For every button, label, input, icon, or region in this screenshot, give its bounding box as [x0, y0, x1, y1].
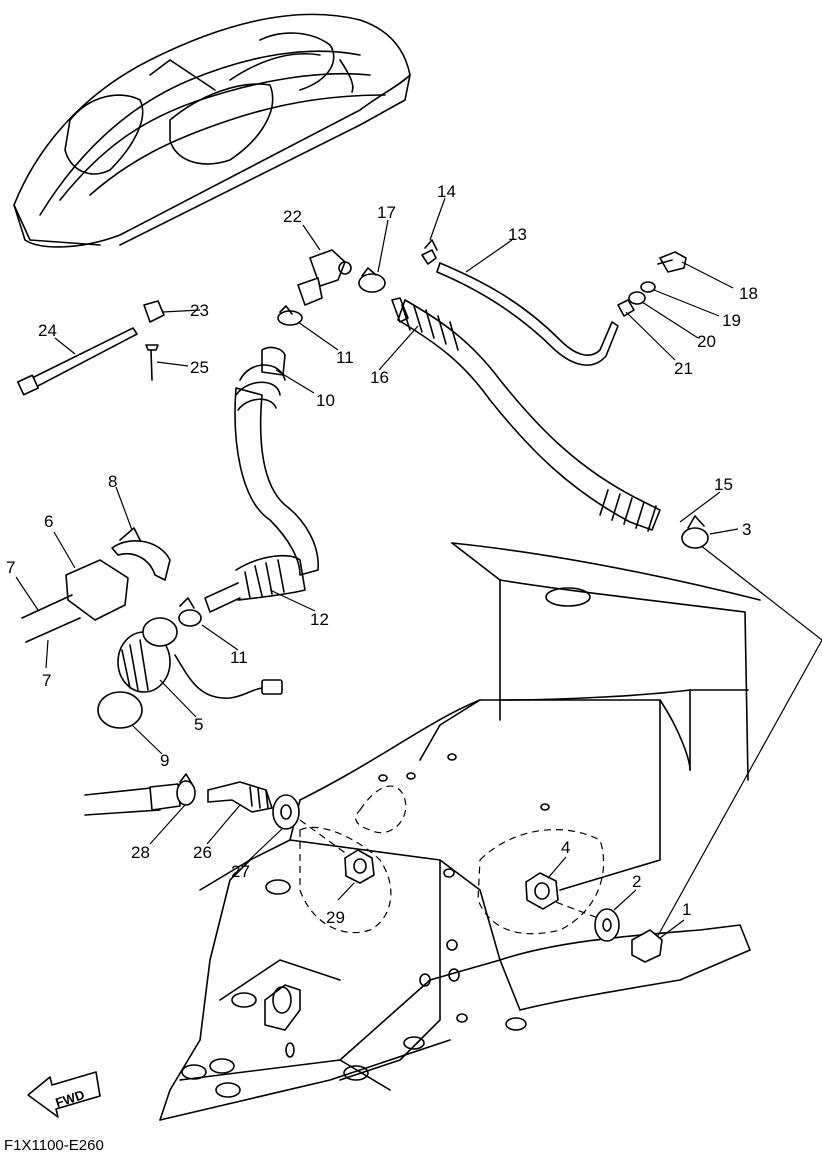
callout-3: 3 — [742, 520, 751, 539]
fwd-arrow-icon: FWD — [27, 1071, 101, 1118]
callout-25: 25 — [190, 358, 209, 377]
callout-19: 19 — [722, 311, 741, 330]
callout-18: 18 — [739, 284, 758, 303]
small-parts — [16, 239, 709, 963]
callout-9: 9 — [160, 751, 169, 770]
callout-4: 4 — [561, 838, 570, 857]
callout-11b: 11 — [230, 648, 248, 667]
callout-21: 21 — [674, 359, 693, 378]
callout-12: 12 — [310, 610, 329, 629]
leader-lines — [15, 197, 739, 939]
callout-20: 20 — [697, 332, 716, 351]
callout-22: 22 — [283, 207, 302, 226]
callout-labels: 1 2 3 4 5 6 7 7 8 9 10 11 11 12 13 14 15… — [6, 182, 758, 927]
bilge-pump — [117, 617, 283, 699]
callout-15: 15 — [714, 475, 733, 494]
callout-24: 24 — [38, 321, 57, 340]
callout-17: 17 — [377, 203, 396, 222]
callout-16: 16 — [370, 368, 389, 387]
callout-26: 26 — [193, 843, 212, 862]
callout-8: 8 — [108, 472, 117, 491]
callout-29: 29 — [326, 908, 345, 927]
callout-6: 6 — [44, 512, 53, 531]
callout-27: 27 — [231, 862, 250, 881]
callout-2: 2 — [632, 872, 641, 891]
hull-structure — [159, 542, 822, 1121]
callout-7b: 7 — [42, 671, 51, 690]
callout-28: 28 — [131, 843, 150, 862]
callout-10: 10 — [316, 391, 335, 410]
callout-11a: 11 — [336, 348, 354, 367]
callout-1: 1 — [682, 900, 691, 919]
watercraft-illustration — [13, 13, 411, 248]
callout-7a: 7 — [6, 558, 15, 577]
callout-13: 13 — [508, 225, 527, 244]
callout-5: 5 — [194, 715, 203, 734]
callout-23: 23 — [190, 301, 209, 320]
callout-14: 14 — [437, 182, 456, 201]
diagram-code: F1X1100-E260 — [4, 1137, 104, 1154]
hoses — [84, 262, 661, 816]
